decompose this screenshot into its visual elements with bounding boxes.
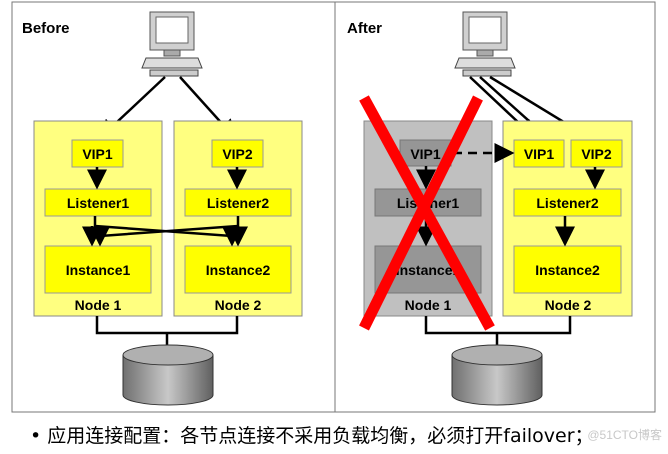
instance1: Instance1 <box>66 262 131 278</box>
failed-instance1: Instance1 <box>396 262 461 278</box>
listener2: Listener2 <box>536 195 598 211</box>
caption: • 应用连接配置：各节点连接不采用负载均衡，必须打开failover； <box>30 425 594 447</box>
panel-title-before: Before <box>22 20 70 37</box>
node2-label: Node 2 <box>215 297 262 313</box>
client-computer-icon <box>454 11 516 77</box>
instance1-box <box>44 245 152 294</box>
vip1: VIP1 <box>82 146 113 162</box>
caption-text: 应用连接配置：各节点连接不采用负载均衡，必须打开failover； <box>47 425 594 447</box>
instance2-box <box>184 245 292 294</box>
node1-label: Node 1 <box>405 297 452 313</box>
failed-vip1: VIP1 <box>410 146 441 162</box>
database-icon <box>122 344 214 406</box>
listener1: Listener1 <box>67 195 129 211</box>
node2-label: Node 2 <box>545 297 592 313</box>
watermark: @51CTO博客 <box>587 428 662 442</box>
listener1-box <box>44 188 152 217</box>
instance2: Instance2 <box>206 262 271 278</box>
instance2: Instance2 <box>535 262 600 278</box>
node1-label: Node 1 <box>75 297 122 313</box>
vip1-relocated: VIP1 <box>524 146 555 162</box>
before-connectors <box>82 167 248 346</box>
listener2-box <box>184 188 292 217</box>
vip2: VIP2 <box>581 146 612 162</box>
vip2-box <box>570 139 623 168</box>
listener2: Listener2 <box>207 195 269 211</box>
failure-cross-icon <box>359 95 495 331</box>
listener2-box <box>513 188 622 217</box>
vip1-relocated-box <box>513 139 565 168</box>
client-computer-icon <box>141 11 203 77</box>
panel-title-after: After <box>347 20 382 37</box>
vip2: VIP2 <box>222 146 253 162</box>
database-icon <box>451 344 543 406</box>
